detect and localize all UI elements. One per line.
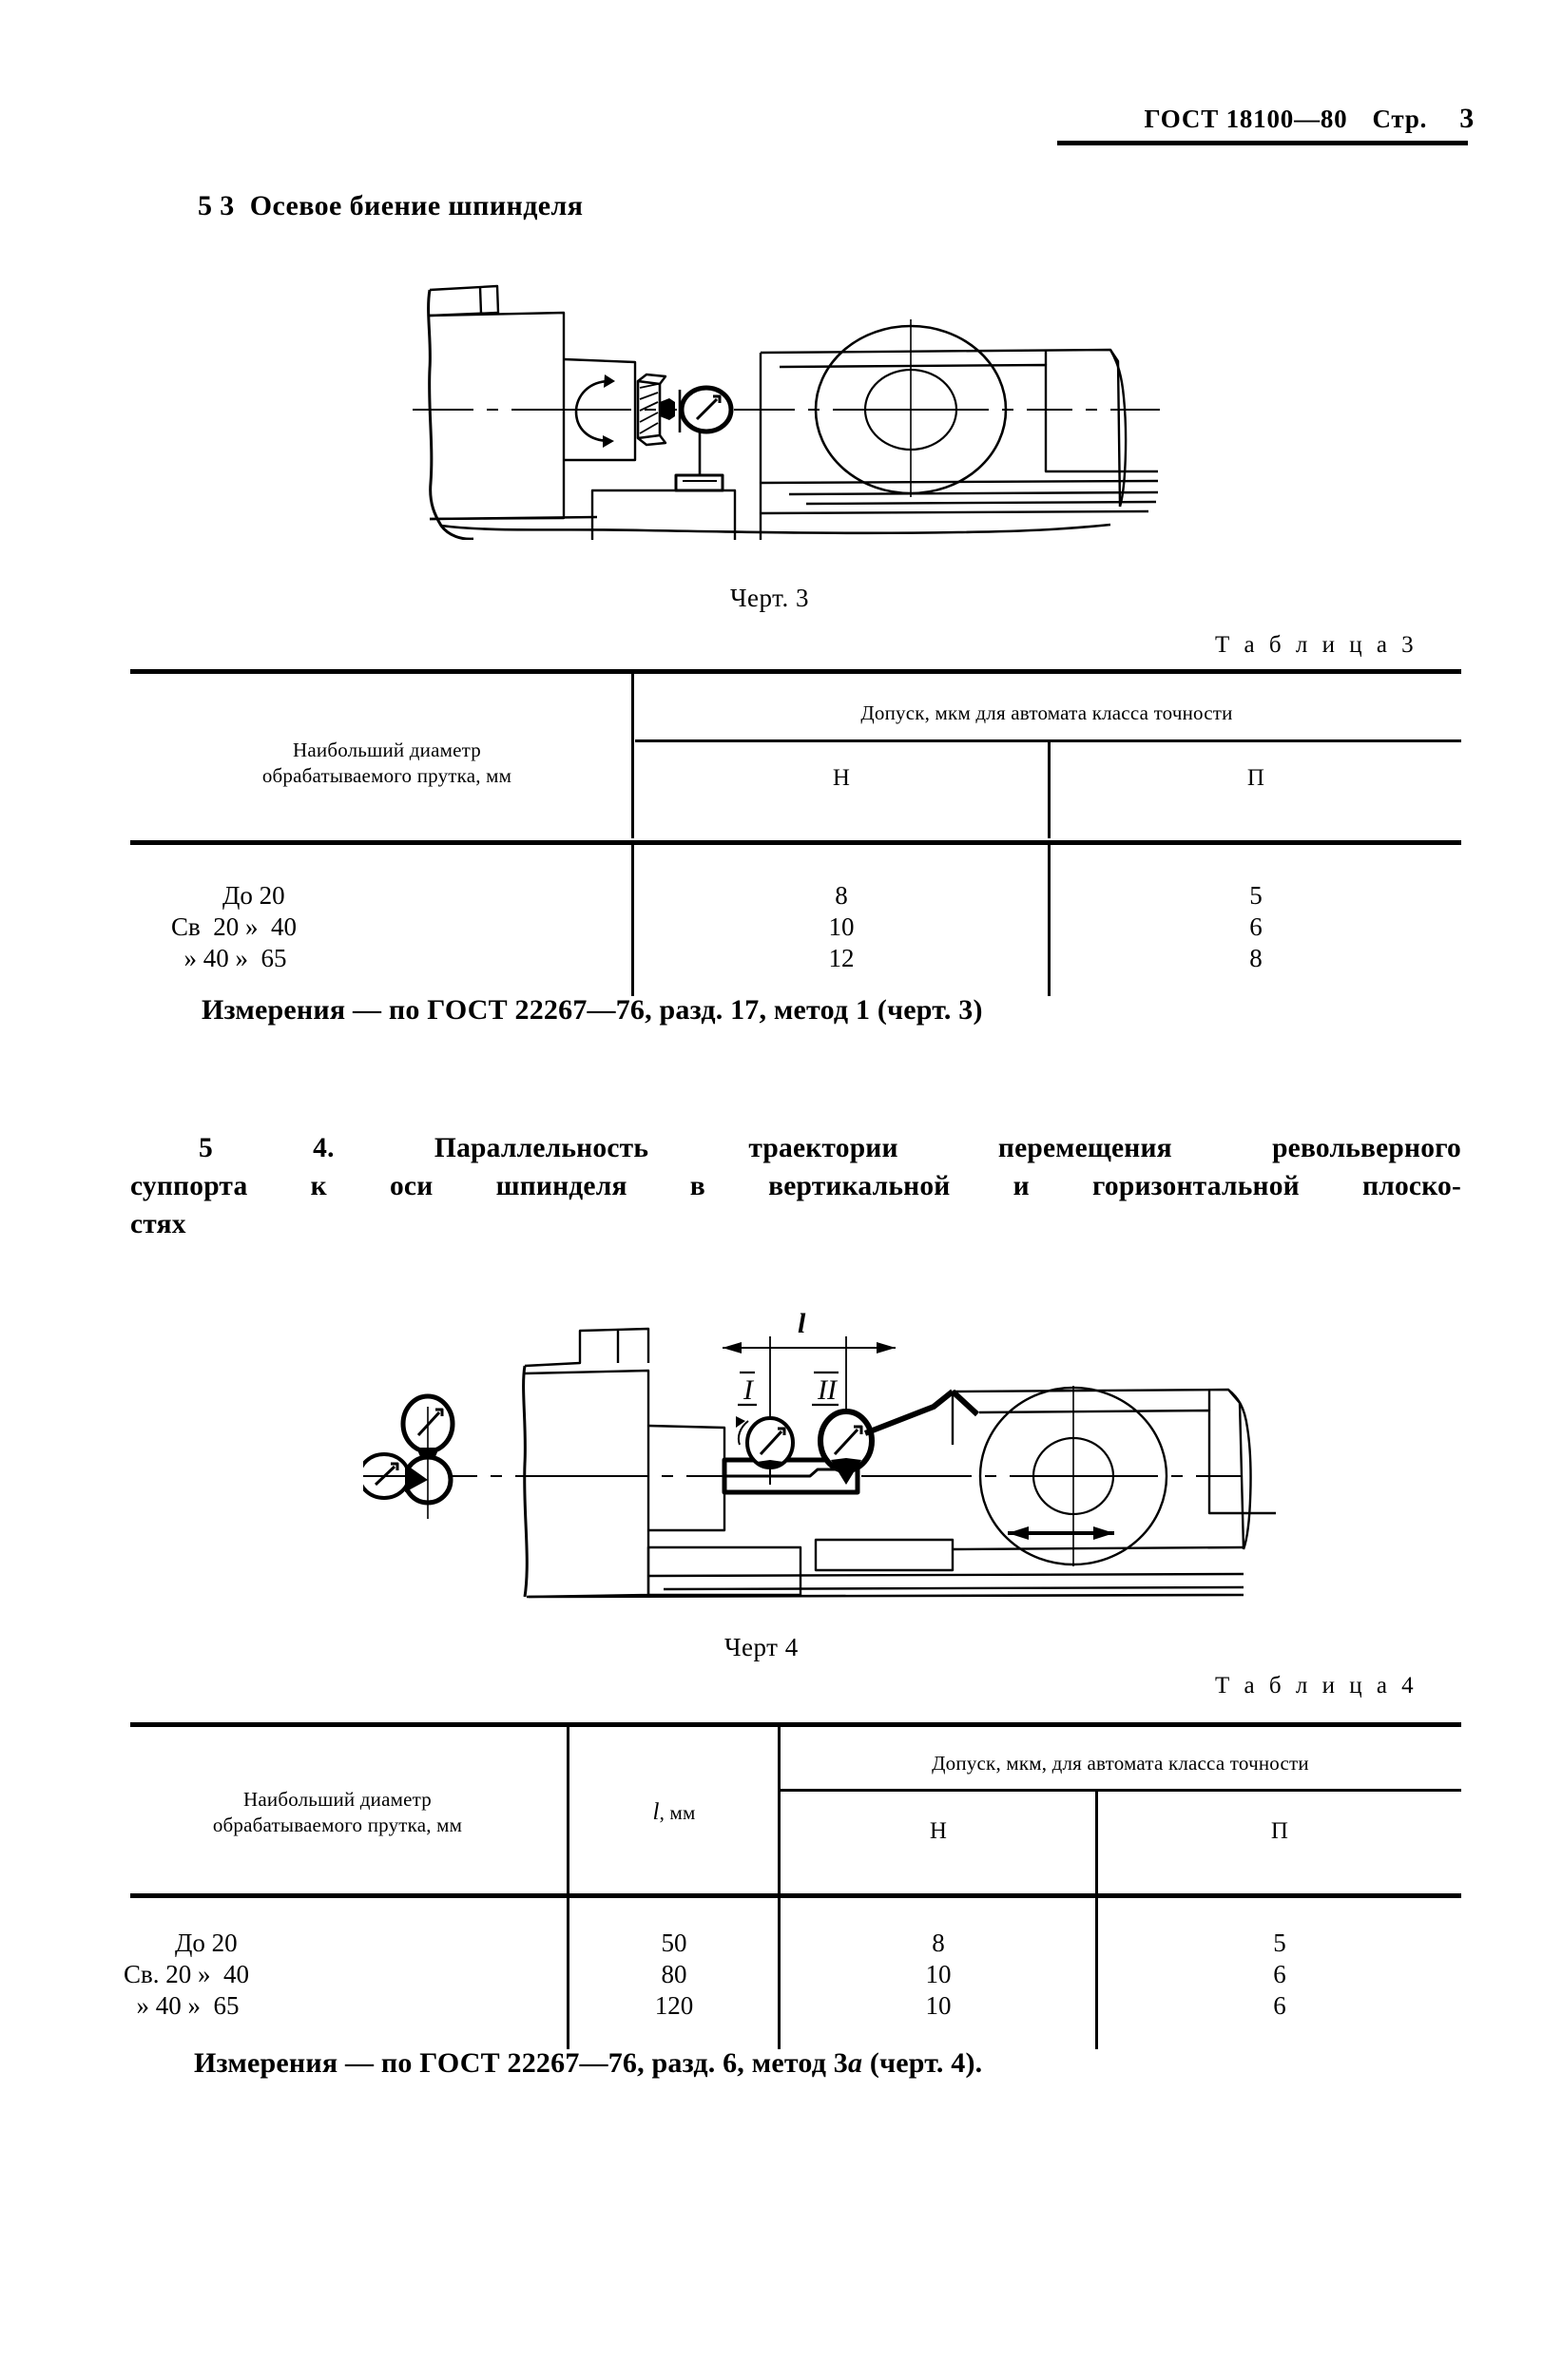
- table-4-vrule-2b: [778, 1897, 781, 2049]
- table-4-l-column: 50 80 120: [654, 1929, 694, 2020]
- measurement-note-4-text: Измерения — по ГОСТ 22267—76, разд. 6, м…: [194, 2047, 848, 2079]
- figure-4-lathe-diagram: I II l: [357, 1274, 1323, 1621]
- section-5-3-heading: 5 3 Осевое биение шпинделя: [198, 190, 583, 222]
- table-4-col-l-unit: , мм: [659, 1801, 696, 1824]
- table-4-col-l-symbol: l: [652, 1799, 660, 1825]
- page-header: ГОСТ 18100—80 Стр. 3: [0, 103, 1543, 135]
- table-3-col-p-header: П: [1246, 765, 1265, 791]
- figure-4-label-II: II: [817, 1374, 839, 1406]
- table-4-vrule-1b: [567, 1897, 569, 2049]
- table-4-col-p-header: П: [1270, 1818, 1289, 1844]
- figure-3-caption: Черт. 3: [730, 584, 809, 612]
- measurement-note-3-text: Измерения — по ГОСТ 22267—76, разд. 17, …: [202, 994, 983, 1026]
- measurement-note-4-suffix: (черт. 4).: [862, 2047, 983, 2079]
- section-5-4-line-2: суппорта к оси шпинделя в вертикальной и…: [130, 1171, 1461, 1201]
- table-4-header-rule: [130, 1893, 1461, 1898]
- table-3-col-group-header: Допуск, мкм для автомата класса точности: [860, 701, 1233, 724]
- table-4-vrule-3b: [1095, 1897, 1098, 2049]
- figure-3-lathe-diagram: [407, 255, 1167, 545]
- table-3-vrule-1b: [631, 844, 634, 996]
- page-label: Стр.: [1372, 105, 1428, 133]
- table-3-vrule-2b: [1048, 844, 1051, 996]
- figure-4-dimension-label: l: [798, 1308, 806, 1339]
- table-3-vrule-1: [631, 673, 634, 838]
- header-rule: [1057, 141, 1468, 145]
- table-3-col-diameter-header: Наибольший диаметр обрабатываемого прутк…: [261, 739, 512, 787]
- table-3-col-h-header: Н: [832, 765, 851, 791]
- figure-4-caption: Черт 4: [724, 1633, 799, 1661]
- table-3-vrule-2: [1048, 741, 1051, 838]
- section-5-3-number: 5 3: [198, 190, 235, 221]
- table-3-caption: Т а б л и ц а 3: [1215, 632, 1418, 658]
- table-4-range-column: До 20 Св. 20 » 40 » 40 » 65: [124, 1929, 250, 2020]
- table-3-header-rule: [130, 840, 1461, 845]
- table-4-col-group-header: Допуск, мкм, для автомата класса точност…: [932, 1752, 1309, 1775]
- measurement-note-4: Измерения — по ГОСТ 22267—76, разд. 6, м…: [194, 2047, 982, 2080]
- table-4-p-column: 5 6 6: [1273, 1929, 1286, 2020]
- table-3-top-rule: [130, 669, 1461, 674]
- figure-4-label-I: I: [743, 1374, 755, 1406]
- table-4-col-l-header: l, мм: [570, 1799, 778, 1826]
- page-number: 3: [1459, 103, 1475, 134]
- table-4-col-diameter-header: Наибольший диаметр обрабатываемого прутк…: [212, 1788, 463, 1836]
- table-4-vrule-2: [778, 1726, 781, 1893]
- table-4-h-column: 8 10 10: [925, 1929, 952, 2020]
- table-4-vrule-1: [567, 1726, 569, 1893]
- table-4-top-rule: [130, 1722, 1461, 1727]
- table-3-group-rule: [635, 739, 1461, 742]
- measurement-note-3: Измерения — по ГОСТ 22267—76, разд. 17, …: [202, 994, 983, 1027]
- table-4-caption: Т а б л и ц а 4: [1215, 1673, 1418, 1699]
- table-4-group-rule: [780, 1789, 1461, 1792]
- section-5-4-line-3: стях: [130, 1209, 186, 1239]
- section-5-4-line-1: 5 4. Параллельность траектории перемещен…: [199, 1133, 1461, 1163]
- table-4-vrule-3: [1095, 1791, 1098, 1893]
- section-5-4-heading: 5 4. Параллельность траектории перемещен…: [130, 1129, 1461, 1243]
- section-5-3-title: Осевое биение шпинделя: [249, 190, 584, 221]
- measurement-note-4-method-letter: а: [848, 2047, 863, 2079]
- table-3-range-column: До 20 Св 20 » 40 » 40 » 65: [171, 881, 298, 972]
- header-line: ГОСТ 18100—80 Стр. 3: [1144, 103, 1475, 134]
- table-3-h-column: 8 10 12: [828, 881, 855, 972]
- table-4-col-h-header: Н: [929, 1818, 948, 1844]
- standard-number: ГОСТ 18100—80: [1144, 105, 1348, 133]
- table-3-p-column: 5 6 8: [1249, 881, 1263, 972]
